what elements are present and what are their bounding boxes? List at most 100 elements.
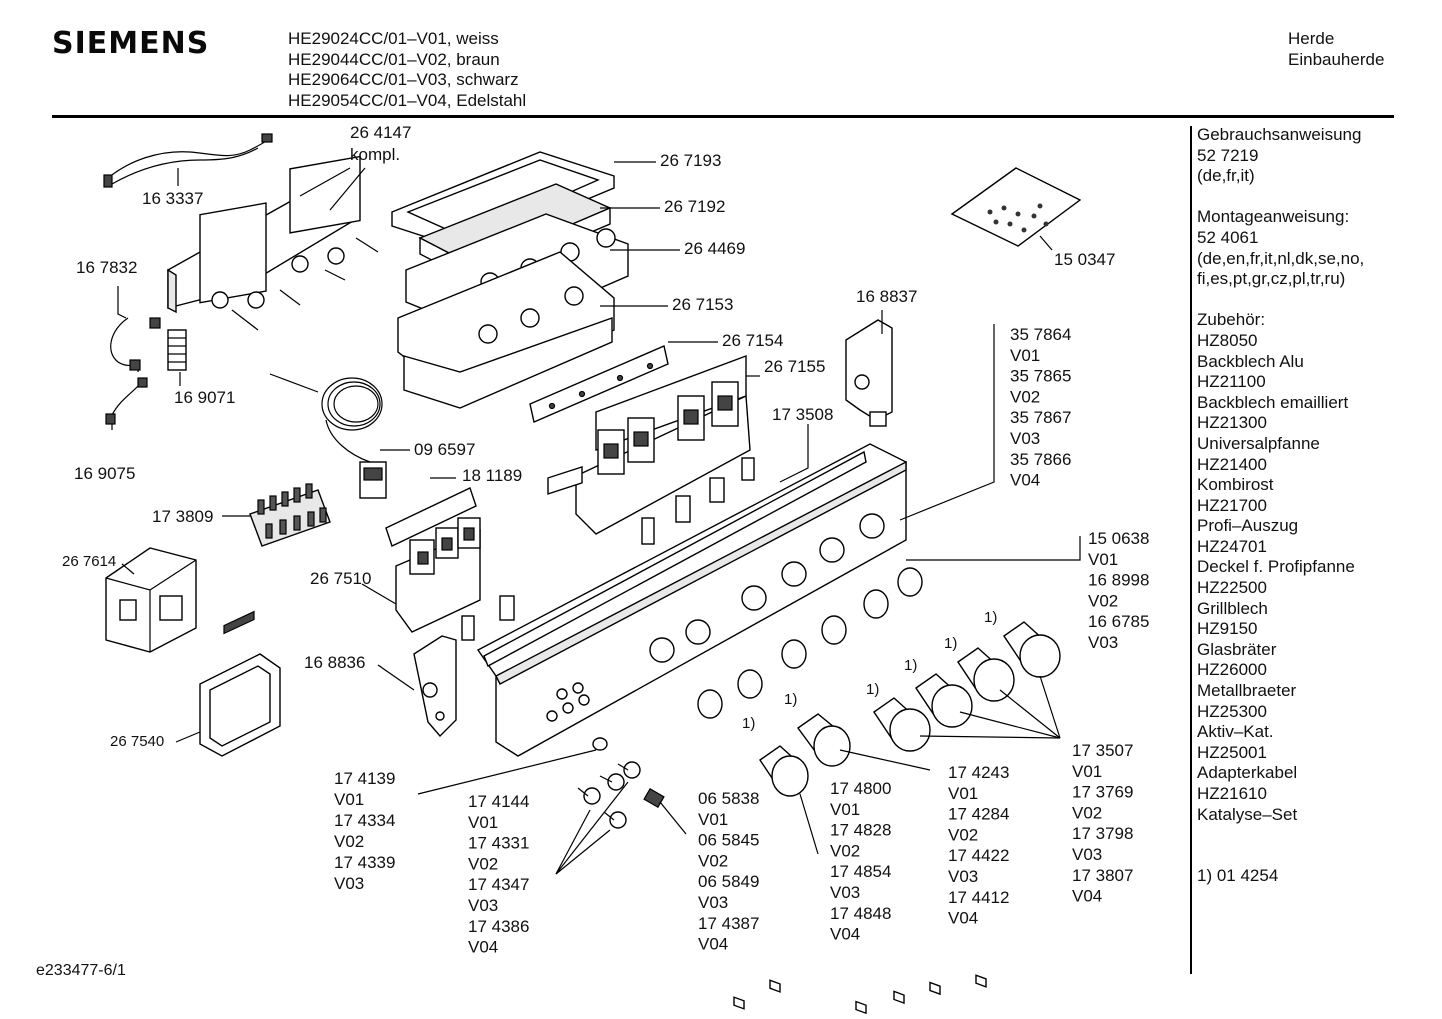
callout-label: 17 4347 xyxy=(468,875,529,894)
callout-173809: 17 3809 xyxy=(152,507,213,526)
sidebar-line: (de,en,fr,it,nl,dk,se,no, xyxy=(1197,248,1365,268)
callout-163337: 16 3337 xyxy=(142,189,203,208)
callout-label: 17 4412 xyxy=(948,888,1009,907)
sidebar-spacer xyxy=(1197,825,1437,846)
sidebar-line: Zubehör: xyxy=(1197,310,1266,330)
callout-label: V03 xyxy=(698,893,728,912)
sidebar-spacer xyxy=(1197,290,1437,311)
callout-label: V03 xyxy=(830,883,860,902)
housing-267153 xyxy=(397,251,615,409)
model-line: HE29044CC/01–V02, braun xyxy=(288,49,500,69)
document-id: e233477-6/1 xyxy=(36,962,126,979)
connector-169071 xyxy=(167,329,187,371)
switch-module-267510 xyxy=(385,487,481,633)
clip xyxy=(499,595,515,621)
callout-267154: 26 7154 xyxy=(722,331,783,350)
callout-label: V02 xyxy=(1010,387,1040,406)
sidebar-line: Gebrauchsanweisung xyxy=(1197,125,1362,144)
screw-bag-150347 xyxy=(950,167,1082,247)
callout-label: 17 3798 xyxy=(1072,824,1133,843)
control-knob xyxy=(797,713,851,767)
knob-insert xyxy=(855,1000,867,1015)
sidebar-line: 1) 01 4254 xyxy=(1197,866,1279,886)
clip xyxy=(641,517,655,545)
sidebar-line: HZ25300 xyxy=(1197,701,1267,721)
callout-label: V03 xyxy=(948,867,978,886)
clip xyxy=(741,457,755,481)
sidebar-line: Profi–Auszug xyxy=(1197,516,1299,536)
callout-label: V02 xyxy=(1088,591,1118,610)
callout-label: 35 7867 xyxy=(1010,408,1071,427)
callout-label: V02 xyxy=(830,841,860,860)
callout-label: 35 7866 xyxy=(1010,450,1071,469)
callout-label: V04 xyxy=(948,909,978,928)
sidebar-line: Backblech emailliert xyxy=(1197,392,1349,412)
category-line: Einbauherde xyxy=(1288,49,1385,69)
knob-ring xyxy=(697,689,723,719)
clip xyxy=(461,615,475,641)
clip xyxy=(675,495,691,523)
callout-label: 17 4334 xyxy=(334,811,395,830)
indicator-lens xyxy=(592,737,608,751)
callout-label: 17 4243 xyxy=(948,763,1009,782)
footnote-mark: 1) xyxy=(904,657,917,674)
sidebar-line: Grillblech xyxy=(1197,598,1268,618)
frame-267540 xyxy=(199,610,281,757)
product-category: Herde Einbauherde xyxy=(1288,29,1384,70)
sidebar-line: Adapterkabel xyxy=(1197,763,1298,783)
callout-267155: 26 7155 xyxy=(764,357,825,376)
category-line: Herde xyxy=(1288,29,1335,48)
sidebar-spacer xyxy=(1197,187,1437,208)
callout-label: V04 xyxy=(1010,471,1040,490)
callout-label: 16 6785 xyxy=(1088,612,1149,631)
bracket-267614 xyxy=(105,547,197,653)
callout-label: 17 4339 xyxy=(334,853,395,872)
sidebar-line: HZ9150 xyxy=(1197,619,1258,639)
callout-267192: 26 7192 xyxy=(664,197,725,216)
knob-stud xyxy=(577,761,641,829)
sidebar-line: Metallbraeter xyxy=(1197,681,1297,701)
callout-267614: 26 7614 xyxy=(62,553,116,570)
wire-harness-163337 xyxy=(103,133,273,188)
leader-lines xyxy=(111,161,1081,875)
callout-label: 06 5845 xyxy=(698,831,759,850)
callout-label: 17 4800 xyxy=(830,779,891,798)
callout-label: 17 4854 xyxy=(830,862,891,881)
footnote-mark: 1) xyxy=(944,635,957,652)
callout-label: V03 xyxy=(1088,633,1118,652)
knob-ring xyxy=(781,639,807,669)
sidebar-line: Glasbräter xyxy=(1197,639,1277,659)
spindle xyxy=(643,787,665,809)
knob-ring xyxy=(863,589,889,619)
sidebar-line: HZ26000 xyxy=(1197,660,1267,680)
callout-096597: 09 6597 xyxy=(414,440,475,459)
callout-label: V03 xyxy=(1010,429,1040,448)
model-list: HE29024CC/01–V01, weiss HE29044CC/01–V02… xyxy=(288,29,526,111)
callout-label: V01 xyxy=(468,813,498,832)
callout-267540: 26 7540 xyxy=(110,733,164,750)
callout-169071: 16 9071 xyxy=(174,388,235,407)
knob-ring xyxy=(821,615,847,645)
sidebar-line: HZ21300 xyxy=(1197,413,1267,433)
knob-ring xyxy=(897,567,923,597)
footnote-mark: 1) xyxy=(866,681,879,698)
knob-insert xyxy=(733,996,745,1010)
brand-logo: SIEMENS xyxy=(52,26,210,61)
knob-insert xyxy=(929,981,941,996)
callout-label: 06 5838 xyxy=(698,789,759,808)
model-line: HE29024CC/01–V01, weiss xyxy=(288,29,499,48)
callout-264147: 26 4147 kompl. xyxy=(350,123,411,164)
thermostat-096597 xyxy=(269,373,387,499)
callout-label: 17 4828 xyxy=(830,821,891,840)
control-knob xyxy=(1003,621,1061,678)
sidebar-line: HZ21610 xyxy=(1197,784,1267,803)
clip xyxy=(709,477,725,503)
sidebar-line: Aktiv–Kat. xyxy=(1197,722,1274,742)
footnote-mark: 1) xyxy=(984,609,997,626)
callout-label: 17 4387 xyxy=(698,914,759,933)
sidebar-line: HZ21400 xyxy=(1197,454,1267,474)
